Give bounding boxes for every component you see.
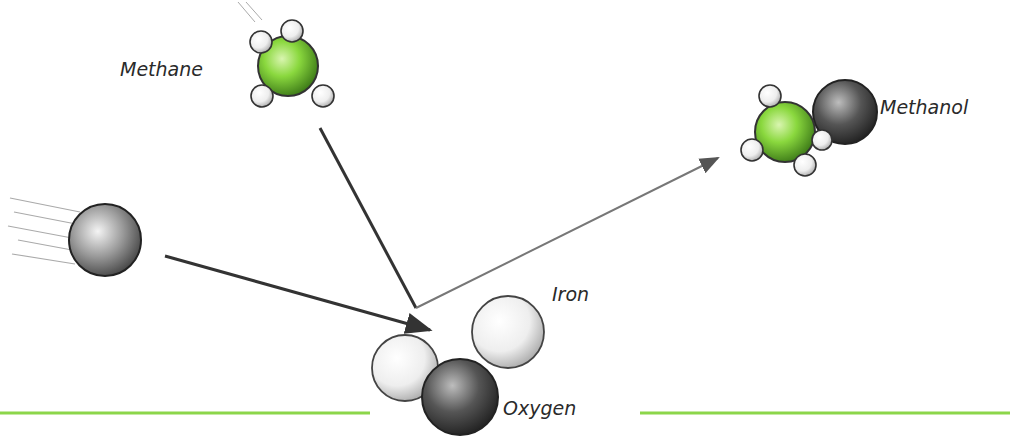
molecule-label: Methanol	[880, 96, 968, 119]
atom-label: Iron	[552, 283, 589, 306]
atom-label: Oxygen	[503, 397, 576, 420]
molecule-label: Methane	[120, 58, 203, 81]
